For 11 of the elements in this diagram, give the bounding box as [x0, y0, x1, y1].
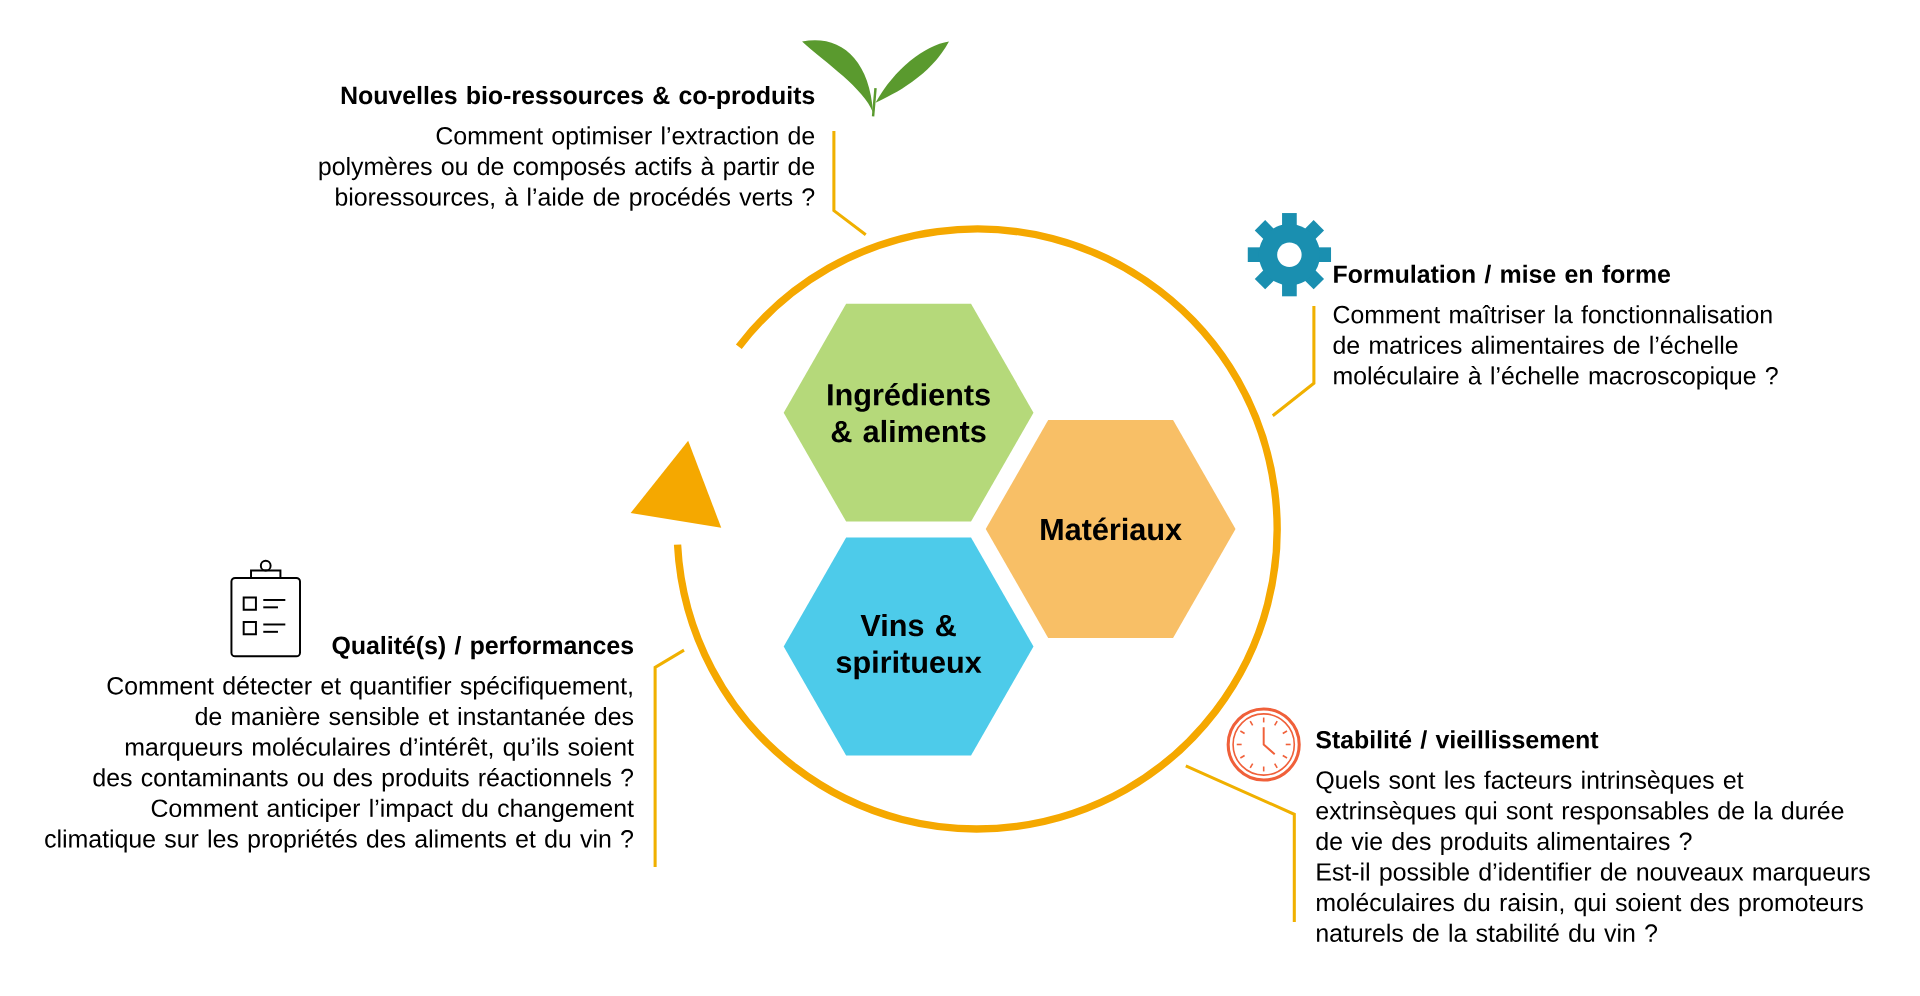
topic-text: Stabilité / vieillissement Quels sont les facteurs intrinsèques et extrinsèques qui sont responsables de la durée de vie des produits alimentaires ? Est-il possible d’identifier de nouveaux marqueurs moléculaires du raisin, qui soient des promoteurs naturels de la stabilité du vin ?: [1316, 730, 1870, 943]
leader-line: [1271, 306, 1316, 418]
hexagon: Ingrédients & aliments: [783, 303, 1034, 522]
leader-line: [653, 649, 685, 868]
topic-text: Formulation / mise en forme Comment maîtriser la fonctionnalisation de matrices alimentaires de l’échelle moléculaire à l’échelle macroscopique ?: [1333, 264, 1778, 390]
leader-line: [832, 131, 867, 237]
hexagon: Matériaux: [985, 420, 1236, 639]
topic-text: Qualité(s) / performances Comment détecter et quantifier spécifiquement, de manière sensible et instantanée des marqueurs moléculaires d’intérêt, qu’ils soient des contaminants ou des produits réactionnels ? Comment anticiper l’impact du changement climatique sur les propriétés des aliments et du vin ?: [45, 636, 634, 853]
topic-text: Nouvelles bio-ressources & co-produits Comment optimiser l’extraction de polymères ou de composés actifs à partir de bioressources, à l’aide de procédés verts ?: [319, 86, 815, 211]
hexagon: Vins & spiritueux: [783, 537, 1034, 756]
leader-line: [1185, 764, 1296, 923]
